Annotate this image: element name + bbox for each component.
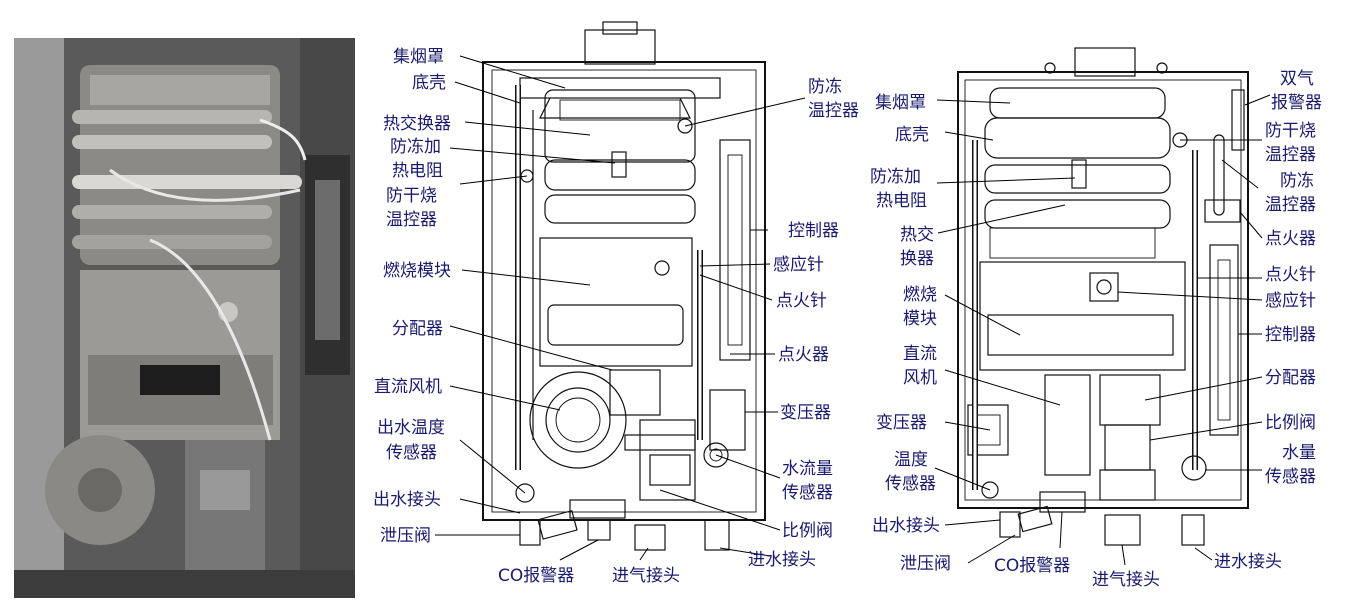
label-kongzhiqi: 控制器	[788, 221, 839, 241]
label2-dike: 底壳	[895, 125, 929, 145]
label2-fangdongjia: 防冻加	[870, 167, 921, 187]
diagram1-drawing	[482, 21, 766, 551]
diagram1-labels: 集烟罩 底壳 热交换器 防冻加 热电阻 防干烧 温控器 燃烧模块 分配器 直流风…	[373, 47, 859, 586]
label2-ganyingzhen: 感应针	[1265, 291, 1316, 311]
label-ranshaomokuai: 燃烧模块	[383, 261, 451, 281]
label2-chuanganqi-r: 传感器	[1265, 467, 1316, 487]
label-jinshuijietou: 进水接头	[748, 550, 816, 570]
diagram2-drawing	[957, 47, 1249, 546]
label2-bianyaqi: 变压器	[876, 413, 927, 433]
label-dianhuoqi: 点火器	[778, 345, 829, 365]
label2-wenkongqi-1: 温控器	[1265, 145, 1316, 165]
label-bilifa: 比例阀	[782, 521, 833, 541]
label2-shuiliang: 水量	[1282, 443, 1316, 463]
diagram2-leaders	[934, 94, 1271, 566]
diagram2-labels: 集烟罩 底壳 防冻加 热电阻 热交 换器 燃烧 模块 直流 风机 变压器 温度 …	[870, 69, 1322, 590]
label2-redianzu: 热电阻	[876, 191, 927, 211]
label-chushuiwendu: 出水温度	[377, 418, 445, 438]
label-jinqijietou: 进气接头	[612, 566, 680, 586]
label2-ranshao: 燃烧	[903, 285, 937, 305]
label2-fenpeiqi: 分配器	[1265, 368, 1316, 388]
label2-jinqijietou: 进气接头	[1092, 570, 1160, 590]
label2-dianhuozhen: 点火针	[1265, 265, 1316, 285]
label-dianhuozhen: 点火针	[776, 291, 827, 311]
label2-wenkongqi-2: 温控器	[1265, 195, 1316, 215]
label-fangdongjia: 防冻加	[390, 137, 441, 157]
label-fenpeiqi: 分配器	[392, 319, 443, 339]
water-heater-photo	[14, 38, 355, 598]
label-dike: 底壳	[412, 73, 446, 93]
label2-xieyafa: 泄压阀	[900, 554, 951, 574]
label2-chushuijietou: 出水接头	[872, 516, 940, 536]
label-zhiliufengji: 直流风机	[374, 377, 442, 397]
label-shuiliuliang: 水流量	[782, 459, 833, 479]
label-rejiaohuanqi: 热交换器	[383, 114, 451, 134]
label-fangganshao: 防干烧	[386, 186, 437, 206]
label-wenkongqi-r: 温控器	[808, 101, 859, 121]
label-bianyaqi: 变压器	[780, 403, 831, 423]
label-jiyanzhao: 集烟罩	[393, 47, 444, 67]
label-ganyingzhen: 感应针	[773, 255, 824, 275]
label2-fengji: 风机	[903, 368, 937, 388]
label2-zhiliu: 直流	[903, 344, 937, 364]
label2-jinshuijietou: 进水接头	[1214, 552, 1282, 572]
label-xieyafa: 泄压阀	[380, 526, 431, 546]
label2-bilifa: 比例阀	[1265, 413, 1316, 433]
diagram1-leaders	[435, 55, 806, 561]
label2-chuanganqi-l: 传感器	[885, 474, 936, 494]
label2-rejiao: 热交	[900, 225, 934, 245]
label-cobaojingqi: CO报警器	[498, 566, 574, 586]
label2-jiyanzhao: 集烟罩	[875, 93, 926, 113]
label-redianzu: 热电阻	[392, 161, 443, 181]
label2-mokuai: 模块	[903, 309, 937, 329]
label-fangdong-r: 防冻	[808, 77, 842, 97]
label2-kongzhiqi: 控制器	[1265, 325, 1316, 345]
label2-shuangqi: 双气	[1280, 69, 1314, 89]
label2-fangdong: 防冻	[1280, 171, 1314, 191]
label2-fangganshao: 防干烧	[1265, 121, 1316, 141]
label2-baojingqi: 报警器	[1271, 93, 1322, 113]
label2-dianhuoqi: 点火器	[1265, 229, 1316, 249]
label2-cobaojingqi: CO报警器	[994, 556, 1070, 576]
label2-wendu: 温度	[894, 450, 928, 470]
label-wenkongqi-l: 温控器	[386, 210, 437, 230]
label-chushuijietou: 出水接头	[373, 490, 441, 510]
label-chuanganqi-l: 传感器	[386, 443, 437, 463]
label-chuanganqi-r: 传感器	[782, 483, 833, 503]
label2-huanqi: 换器	[900, 249, 934, 269]
